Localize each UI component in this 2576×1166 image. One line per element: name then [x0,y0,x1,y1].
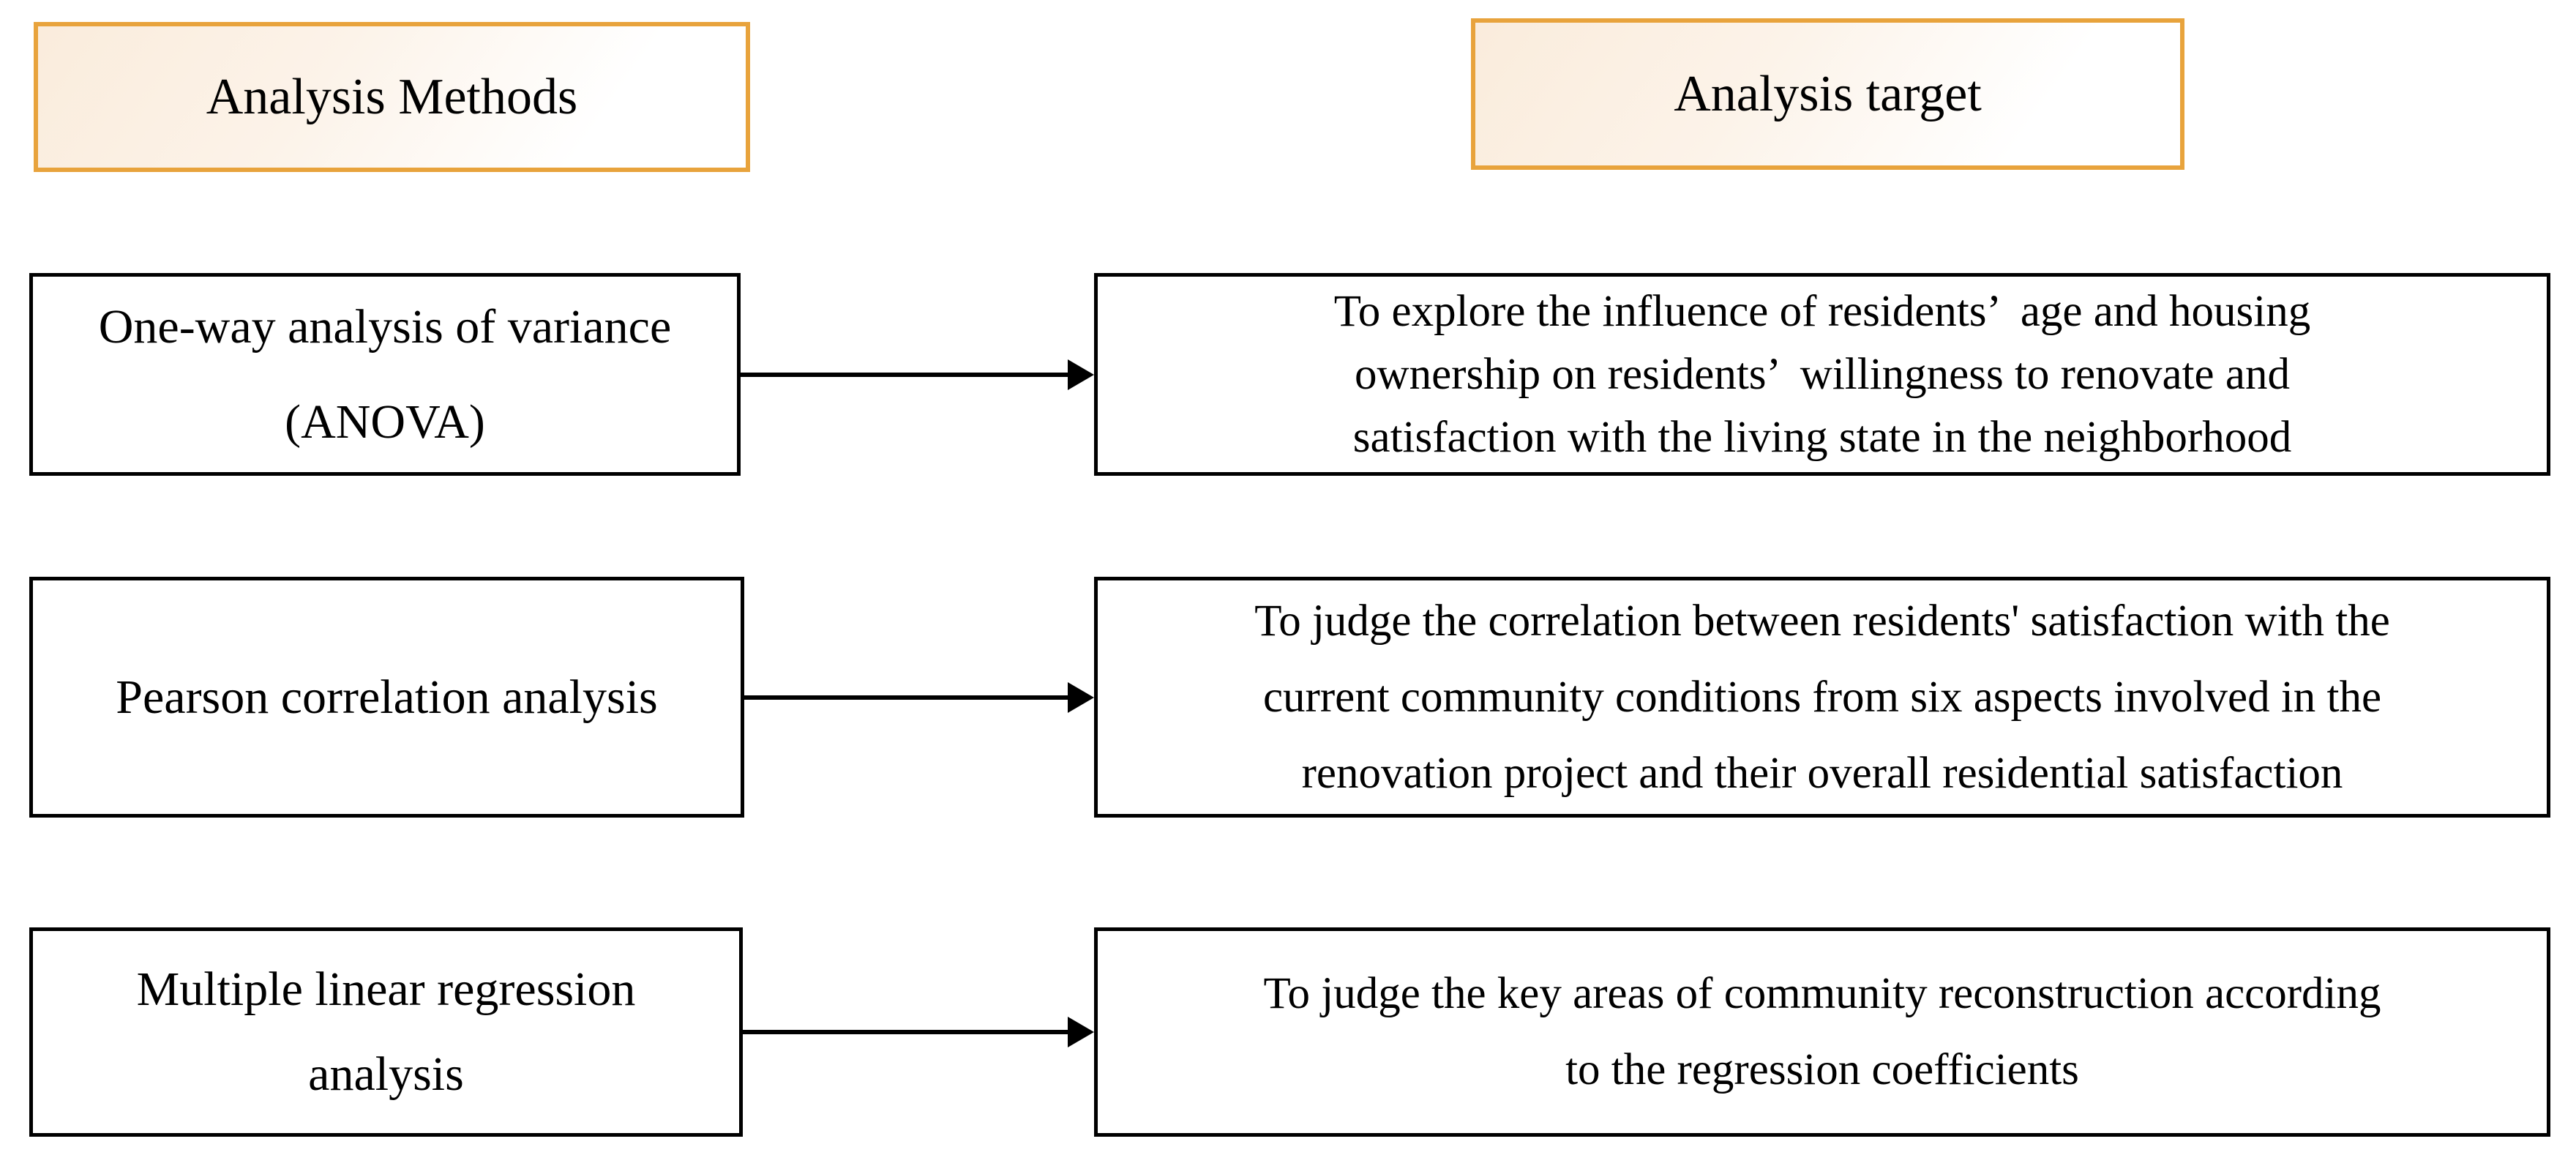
target-box-regression-line: To judge the key areas of community reco… [1263,969,2381,1018]
target-box-regression-line: to the regression coefficients [1565,1045,2079,1094]
analysis-methods-header-label: Analysis Methods [206,68,578,125]
target-box-regression: To judge the key areas of community reco… [1094,927,2550,1137]
method-box-anova-line: One-way analysis of variance [98,299,672,354]
analysis-methods-header-box: Analysis Methods [34,22,750,172]
target-box-anova: To explore the influence of residents’ a… [1094,273,2550,476]
method-box-pearson: Pearson correlation analysis [29,577,744,818]
method-box-anova-line: (ANOVA) [285,395,485,449]
method-box-regression-line: analysis [308,1047,464,1101]
target-box-pearson-line: current community conditions from six as… [1262,672,2382,722]
arrow-row1 [741,359,1094,391]
method-box-anova: One-way analysis of variance (ANOVA) [29,273,741,476]
target-box-anova-line: satisfaction with the living state in th… [1352,412,2292,462]
arrow-head-icon [1068,1017,1094,1047]
arrow-shaft [741,373,1068,377]
method-box-regression: Multiple linear regression analysis [29,927,743,1137]
target-box-anova-line: To explore the influence of residents’ a… [1333,286,2311,336]
analysis-target-header-box: Analysis target [1471,18,2184,170]
arrow-shaft [741,695,1068,700]
target-box-pearson: To judge the correlation between residen… [1094,577,2550,818]
arrow-head-icon [1068,359,1094,390]
target-box-anova-line: ownership on residents’ willingness to r… [1355,349,2290,399]
arrow-row2 [741,681,1094,714]
arrow-row3 [741,1016,1094,1048]
method-box-pearson-line: Pearson correlation analysis [116,670,658,724]
arrow-head-icon [1068,682,1094,713]
target-box-pearson-line: renovation project and their overall res… [1301,748,2343,798]
arrow-shaft [741,1030,1068,1034]
analysis-target-header-label: Analysis target [1674,65,1982,122]
method-box-regression-line: Multiple linear regression [136,963,636,1016]
target-box-pearson-line: To judge the correlation between residen… [1254,596,2390,646]
